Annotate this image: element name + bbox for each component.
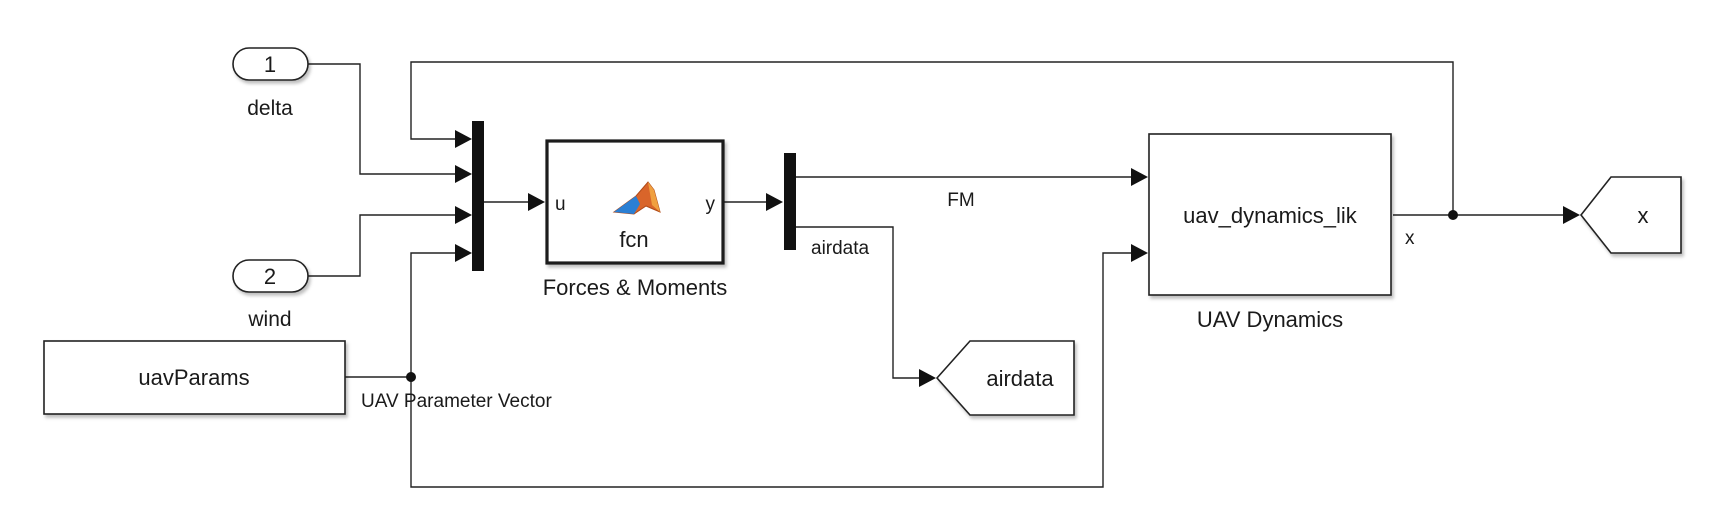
dynamics-output-port-label: x	[1405, 228, 1415, 249]
branch-point-params	[406, 372, 416, 382]
signal-label-fm: FM	[947, 190, 974, 211]
matlab-logo-icon	[612, 181, 661, 215]
wire-wind[interactable]	[308, 214, 455, 277]
mux-block[interactable]	[472, 121, 484, 271]
inport-name-wind: wind	[247, 308, 291, 331]
wire-x-feedback[interactable]	[410, 61, 1454, 215]
fcn-input-port-label: u	[555, 194, 566, 215]
dynamics-block-name: UAV Dynamics	[1197, 307, 1343, 332]
arrowhead-x-goto	[1563, 206, 1580, 224]
fcn-block-name: Forces & Moments	[543, 275, 728, 300]
wire-delta[interactable]	[308, 63, 455, 175]
goto-tag-airdata: airdata	[986, 366, 1054, 391]
matlab-function-block[interactable]: u y fcn	[545, 139, 725, 265]
wire-airdata[interactable]	[792, 226, 919, 379]
arrowhead-mux-in2	[455, 165, 472, 183]
dynamics-block-label: uav_dynamics_lik	[1183, 203, 1358, 228]
arrowhead-airdata-goto	[919, 369, 936, 387]
inport-name-delta: delta	[247, 97, 293, 120]
wire-params-to-mux[interactable]	[410, 252, 455, 377]
arrowhead-mux-in3	[455, 206, 472, 224]
uav-dynamics-block[interactable]: uav_dynamics_lik	[1148, 133, 1392, 296]
arrowhead-mux-in1	[455, 130, 472, 148]
goto-tag-x: x	[1638, 203, 1649, 228]
constant-block-uav-params[interactable]: uavParams	[43, 340, 346, 415]
inport-number: 1	[264, 52, 276, 77]
goto-block-airdata[interactable]: airdata	[935, 340, 1075, 416]
arrowhead-mux-in4	[455, 244, 472, 262]
inport-number: 2	[264, 264, 276, 289]
signal-label-airdata: airdata	[811, 238, 870, 259]
inport-delta[interactable]: 1	[232, 47, 309, 81]
goto-block-x[interactable]: x	[1579, 176, 1682, 254]
arrowhead-demux-in	[766, 193, 783, 211]
fcn-output-port-label: y	[706, 194, 716, 215]
branch-point-x	[1448, 210, 1458, 220]
demux-block[interactable]	[784, 153, 796, 250]
arrowhead-dynamics-in2	[1131, 244, 1148, 262]
arrowhead-fcn-in	[528, 193, 545, 211]
fcn-function-name: fcn	[619, 227, 648, 252]
param-signal-label: UAV Parameter Vector	[361, 391, 552, 412]
wire-params-to-dynamics[interactable]	[410, 252, 1131, 488]
inport-wind[interactable]: 2	[232, 259, 309, 293]
arrowhead-dynamics-in1	[1131, 168, 1148, 186]
constant-block-label: uavParams	[138, 365, 249, 390]
